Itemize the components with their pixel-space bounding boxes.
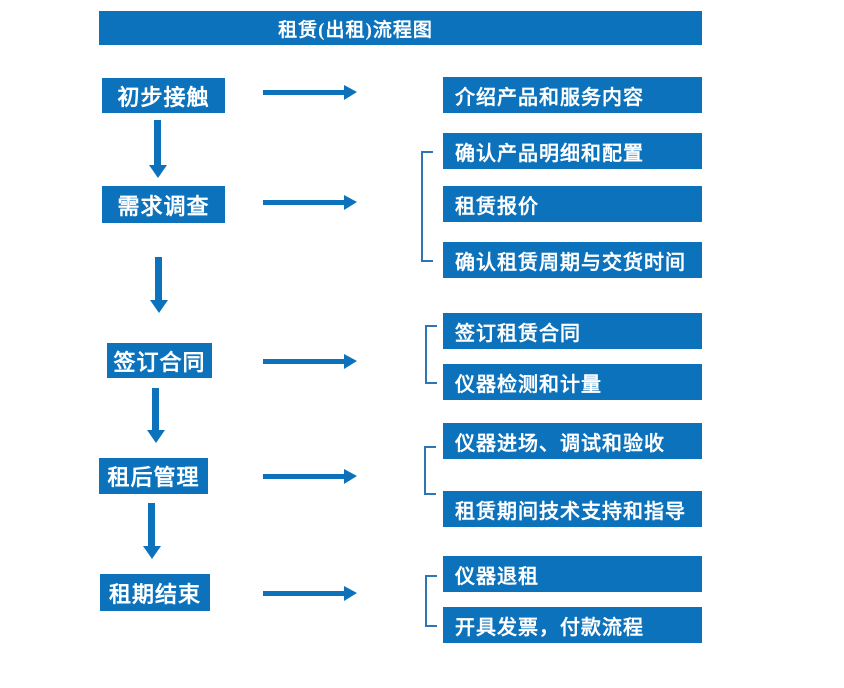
group-bracket-icon (424, 446, 436, 495)
group-bracket-icon (425, 575, 437, 627)
right-arrow-shaft (263, 359, 344, 364)
down-arrow-head (149, 165, 167, 178)
down-arrow-shaft (155, 257, 162, 300)
detail-box: 租赁期间技术支持和指导 (443, 491, 702, 527)
right-arrow-icon (263, 469, 357, 484)
down-arrow-icon (149, 120, 167, 178)
right-arrow-shaft (263, 200, 344, 205)
group-bracket-icon (425, 325, 437, 384)
down-arrow-head (150, 300, 168, 313)
down-arrow-shaft (154, 120, 161, 165)
detail-box: 开具发票，付款流程 (443, 607, 702, 643)
page-title: 租赁(出租)流程图 (278, 19, 433, 41)
stage-initial-contact: 初步接触 (102, 78, 225, 113)
detail-box: 仪器退租 (443, 556, 702, 592)
down-arrow-icon (147, 388, 165, 443)
right-arrow-shaft (263, 90, 344, 95)
title-bar: 租赁(出租)流程图 (99, 11, 702, 45)
down-arrow-head (147, 430, 165, 443)
right-arrow-head (344, 354, 357, 369)
group-bracket-icon (421, 151, 433, 262)
down-arrow-head (143, 546, 161, 559)
down-arrow-icon (150, 257, 168, 313)
detail-box: 仪器检测和计量 (443, 364, 702, 400)
right-arrow-icon (263, 354, 357, 369)
right-arrow-shaft (263, 591, 344, 596)
detail-box: 仪器进场、调试和验收 (443, 423, 702, 459)
right-arrow-shaft (263, 474, 344, 479)
down-arrow-shaft (152, 388, 159, 430)
detail-box: 确认产品明细和配置 (443, 133, 702, 169)
down-arrow-shaft (148, 503, 155, 546)
stage-rental-end: 租期结束 (100, 574, 210, 611)
stage-demand-survey: 需求调查 (102, 186, 225, 223)
right-arrow-icon (263, 195, 357, 210)
detail-box: 签订租赁合同 (443, 313, 702, 349)
right-arrow-head (344, 85, 357, 100)
right-arrow-icon (263, 586, 357, 601)
stage-sign-contract: 签订合同 (107, 343, 212, 378)
right-arrow-head (344, 469, 357, 484)
detail-box: 确认租赁周期与交货时间 (443, 242, 702, 278)
right-arrow-icon (263, 85, 357, 100)
down-arrow-icon (143, 503, 161, 559)
detail-box: 介绍产品和服务内容 (443, 77, 702, 113)
right-arrow-head (344, 586, 357, 601)
detail-box: 租赁报价 (443, 186, 702, 222)
stage-post-rental-management: 租后管理 (99, 458, 208, 494)
right-arrow-head (344, 195, 357, 210)
